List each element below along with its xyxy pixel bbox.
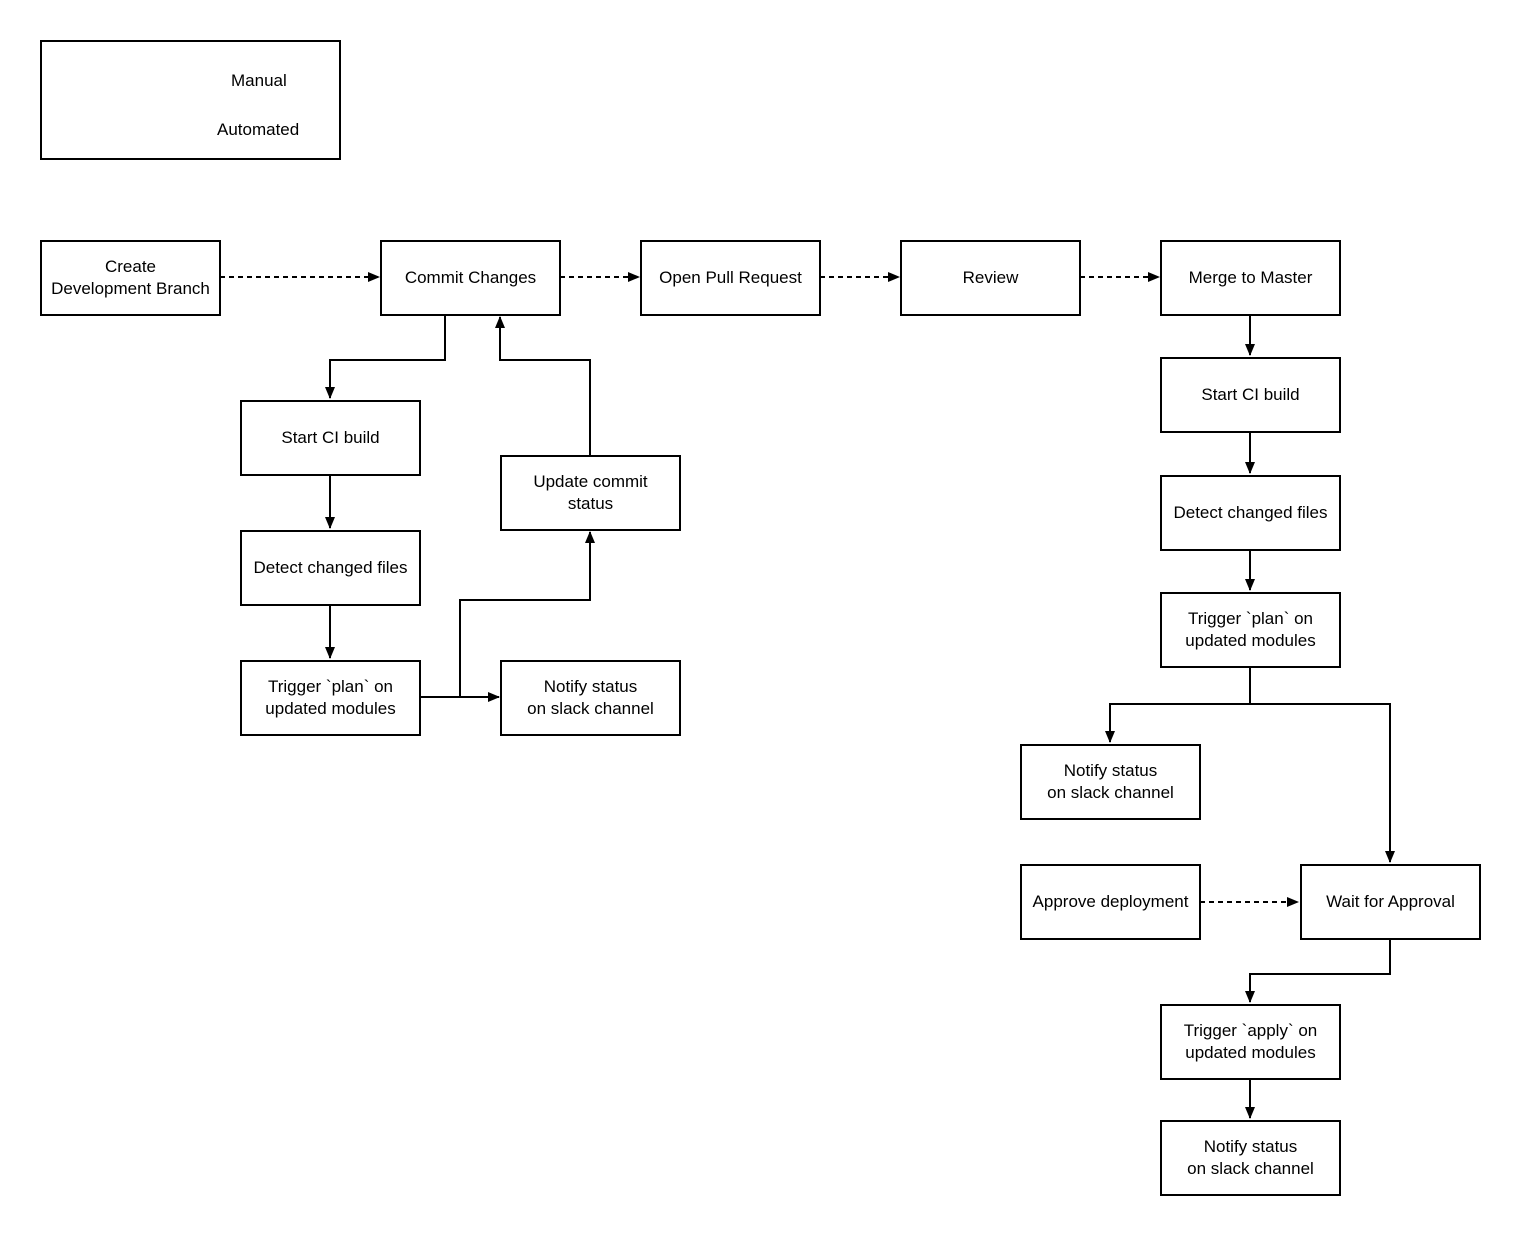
dev-start-ci-build-box: Start CI build xyxy=(240,400,421,476)
main-start-ci-build-box: Start CI build xyxy=(1160,357,1341,433)
main-notify-apply-slack-box: Notify status on slack channel xyxy=(1160,1120,1341,1196)
open-pull-request-box: Open Pull Request xyxy=(640,240,821,316)
dev-notify-slack-label: Notify status on slack channel xyxy=(527,677,654,718)
legend-manual-label: Manual xyxy=(231,71,287,90)
main-notify-plan-slack-box: Notify status on slack channel xyxy=(1020,744,1201,820)
commit-changes-label: Commit Changes xyxy=(404,268,537,287)
main-notify-plan-slack-label: Notify status on slack channel xyxy=(1047,761,1174,802)
wait-for-approval-label: Wait for Approval xyxy=(1326,892,1455,911)
dev-start-ci-build-label: Start CI build xyxy=(281,428,380,447)
dev-detect-changed-files-label: Detect changed files xyxy=(253,558,408,577)
review-label: Review xyxy=(962,268,1019,287)
main-trigger-plan-box: Trigger `plan` on updated modules xyxy=(1160,592,1341,668)
update-commit-status-box: Update commit status xyxy=(500,455,681,531)
open-pull-request-label: Open Pull Request xyxy=(659,268,802,287)
trigger-apply-box: Trigger `apply` on updated modules xyxy=(1160,1004,1341,1080)
wait-for-approval-box: Wait for Approval xyxy=(1300,864,1481,940)
dev-trigger-plan-box: Trigger `plan` on updated modules xyxy=(240,660,421,736)
merge-to-master-label: Merge to Master xyxy=(1188,268,1313,287)
commit-changes-box: Commit Changes xyxy=(380,240,561,316)
edge-dev-plan-to-update-status xyxy=(459,531,595,697)
edge-wait-to-apply xyxy=(1245,939,1391,1003)
main-trigger-plan-label: Trigger `plan` on updated modules xyxy=(1185,609,1316,650)
create-development-branch-label: Create Development Branch xyxy=(51,257,210,298)
merge-to-master-box: Merge to Master xyxy=(1160,240,1341,316)
update-commit-status-label: Update commit status xyxy=(533,472,648,513)
edge-update-status-to-commit xyxy=(495,316,591,455)
dev-trigger-plan-label: Trigger `plan` on updated modules xyxy=(265,677,396,718)
main-start-ci-build-label: Start CI build xyxy=(1201,385,1300,404)
main-detect-changed-files-box: Detect changed files xyxy=(1160,475,1341,551)
dev-notify-slack-box: Notify status on slack channel xyxy=(500,660,681,736)
approve-deployment-label: Approve deployment xyxy=(1032,892,1189,911)
legend: Manual Automated xyxy=(40,40,341,160)
edge-main-plan-to-wait xyxy=(1250,703,1395,863)
legend-automated-label: Automated xyxy=(217,120,300,139)
approve-deployment-box: Approve deployment xyxy=(1020,864,1201,940)
main-notify-apply-slack-label: Notify status on slack channel xyxy=(1187,1137,1314,1178)
main-detect-changed-files-label: Detect changed files xyxy=(1173,503,1328,522)
dev-detect-changed-files-box: Detect changed files xyxy=(240,530,421,606)
create-development-branch-box: Create Development Branch xyxy=(40,240,221,316)
edge-main-plan-to-notify xyxy=(1105,667,1251,743)
review-box: Review xyxy=(900,240,1081,316)
edge-commit-to-start-ci xyxy=(325,315,446,399)
trigger-apply-label: Trigger `apply` on updated modules xyxy=(1183,1021,1318,1062)
